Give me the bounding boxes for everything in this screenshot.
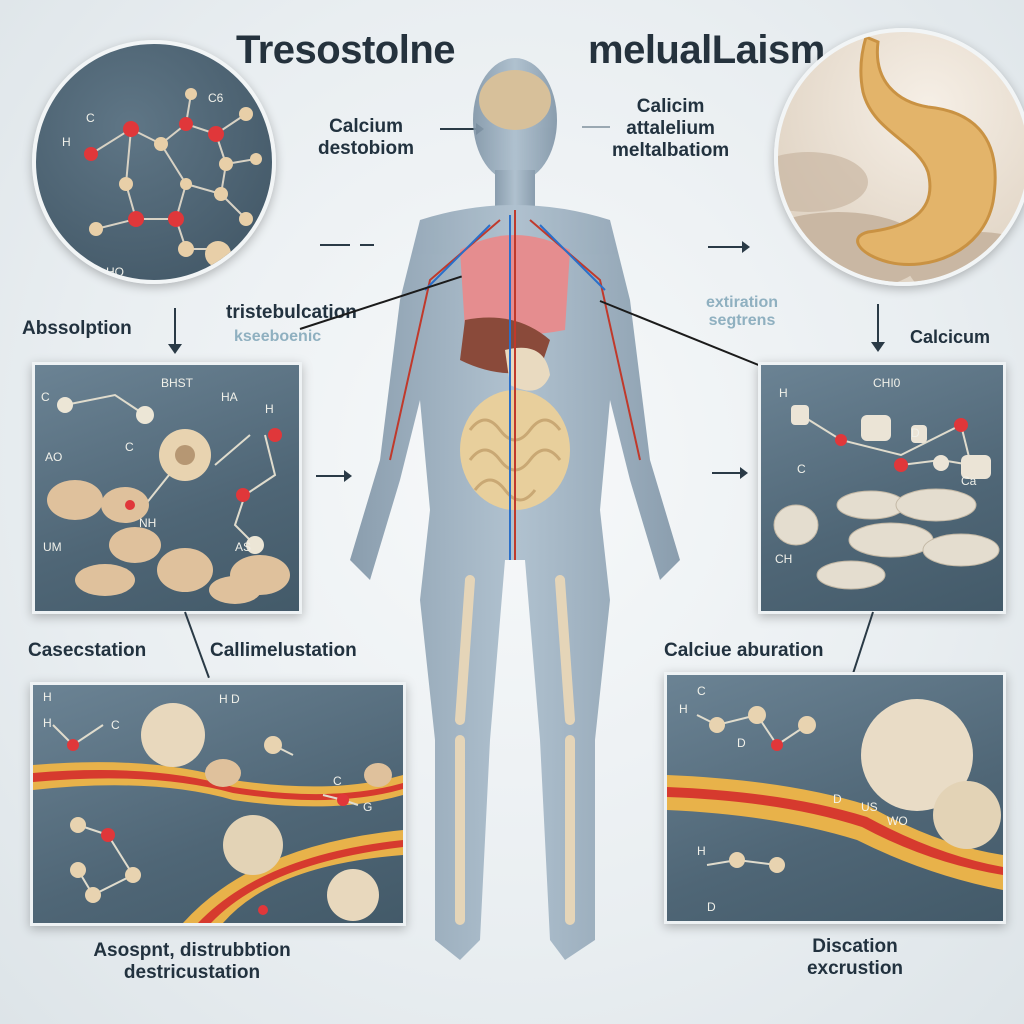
tissue-diagram: H C D US WO D H D bbox=[667, 684, 1003, 914]
label-line: segtrens bbox=[708, 312, 776, 329]
molecule-label: US bbox=[861, 800, 878, 814]
arrow-down-icon bbox=[174, 308, 176, 348]
molecule-label: C bbox=[797, 462, 806, 476]
label-casecstation: Casecstation bbox=[28, 640, 147, 661]
dash-icon bbox=[360, 244, 374, 246]
leg-bones bbox=[455, 575, 575, 925]
label-tristebulcation: tristebulcation bbox=[226, 302, 357, 323]
label-calcium-metalbation: Calicim attalelium meltalbatiom bbox=[612, 96, 729, 162]
panel-excretion: H C D US WO D H D bbox=[664, 672, 1006, 924]
panel-calcium-tablets: CHI0 H D C Ca CH bbox=[758, 362, 1006, 614]
arrowhead-icon bbox=[740, 467, 748, 479]
molecule-label: H D bbox=[219, 692, 240, 706]
label-line: attalelium bbox=[626, 118, 715, 139]
molecule-label: UM bbox=[43, 540, 62, 554]
molecule-label: H bbox=[265, 402, 274, 416]
label-line: Discation bbox=[812, 936, 898, 957]
molecule-label: WO bbox=[887, 814, 908, 828]
label-line: destobiom bbox=[318, 138, 415, 159]
arrow-up-icon bbox=[184, 611, 210, 679]
molecule-diagram: H C C6 HO bbox=[62, 88, 262, 279]
tissue-diagram: H H C H D C G bbox=[33, 690, 403, 923]
human-body-figure bbox=[310, 40, 720, 1000]
molecule-label: Ca bbox=[961, 474, 977, 488]
stomach-illustration bbox=[778, 34, 1024, 282]
label-faint-right: extiration segtrens bbox=[706, 294, 778, 330]
molecule-label: C bbox=[111, 718, 120, 732]
molecule-label: C bbox=[697, 684, 706, 698]
molecule-label: D bbox=[911, 426, 920, 440]
arrowhead-icon bbox=[871, 342, 885, 352]
molecule-label: C6 bbox=[208, 91, 224, 105]
label-line: Calcium bbox=[329, 116, 403, 137]
molecule-label: CHI0 bbox=[873, 376, 901, 390]
label-calcium-right: Calcicum bbox=[910, 327, 991, 347]
molecule-label: AS bbox=[235, 540, 251, 554]
molecule-label: H bbox=[779, 386, 788, 400]
label-line: Asospnt, distrubbtion bbox=[93, 940, 291, 961]
molecule-label: D bbox=[707, 900, 716, 914]
label-line: meltalbatiom bbox=[612, 140, 730, 161]
label-line: extiration bbox=[706, 294, 779, 311]
dash-icon bbox=[320, 244, 350, 246]
molecule-label: C bbox=[86, 111, 95, 125]
molecule-label: HO bbox=[106, 265, 124, 279]
molecule-label: H bbox=[679, 702, 688, 716]
arrow-right-icon bbox=[440, 128, 480, 130]
label-bottom-right: Discation excrustion bbox=[790, 936, 920, 980]
stomach-circle-top-right bbox=[774, 28, 1024, 286]
panel-distribution: H H C H D C G bbox=[30, 682, 406, 926]
label-line: excrustion bbox=[806, 958, 904, 979]
molecule-label: AO bbox=[45, 450, 62, 464]
molecule-label: G bbox=[363, 800, 372, 814]
molecule-label: BHST bbox=[161, 376, 194, 390]
calcium-particles-diagram: C BHST HA H AO C UM NH AS bbox=[41, 376, 290, 604]
stomach bbox=[505, 347, 550, 391]
molecule-label: HA bbox=[221, 390, 238, 404]
arrow-right-icon bbox=[316, 475, 346, 477]
arrow-right-icon bbox=[708, 246, 744, 248]
label-faint-left: kseeboenic bbox=[234, 328, 322, 345]
molecule-label: C bbox=[41, 390, 50, 404]
title-left: Tresostolne bbox=[236, 28, 456, 72]
label-line: destricustation bbox=[123, 962, 261, 983]
molecule-label: D bbox=[737, 736, 746, 750]
molecule-label: H bbox=[62, 135, 71, 149]
molecule-label: C bbox=[125, 440, 134, 454]
molecule-circle-top-left: H C C6 HO bbox=[32, 40, 276, 284]
arrow-down-icon bbox=[877, 304, 879, 344]
label-calcium-destobiom: Calcium destobiom bbox=[318, 116, 414, 160]
label-bottom-left: Asospnt, distrubbtion destricustation bbox=[74, 940, 310, 984]
title-right: melualLaism bbox=[588, 28, 825, 72]
divider-line bbox=[582, 126, 610, 128]
label-absorption: Abssolption bbox=[22, 318, 132, 339]
molecule-label: H bbox=[697, 844, 706, 858]
molecule-label: H bbox=[43, 716, 52, 730]
molecule-label: CH bbox=[775, 552, 792, 566]
label-line: Calicim bbox=[636, 96, 705, 117]
label-callimelustation: Callimelustation bbox=[210, 640, 357, 661]
brain bbox=[479, 70, 551, 130]
molecule-label: C bbox=[333, 774, 342, 788]
calcium-tablets-diagram: CHI0 H D C Ca CH bbox=[773, 376, 1000, 590]
arrowhead-icon bbox=[742, 241, 750, 253]
panel-absorption: C BHST HA H AO C UM NH AS bbox=[32, 362, 302, 614]
molecule-label: H bbox=[43, 690, 52, 704]
molecule-label: D bbox=[833, 792, 842, 806]
arrowhead-icon bbox=[344, 470, 352, 482]
label-calcium-aburation: Calciue aburation bbox=[664, 640, 824, 661]
arrowhead-icon bbox=[168, 344, 182, 354]
arrow-right-icon bbox=[712, 472, 742, 474]
molecule-label: NH bbox=[139, 516, 156, 530]
